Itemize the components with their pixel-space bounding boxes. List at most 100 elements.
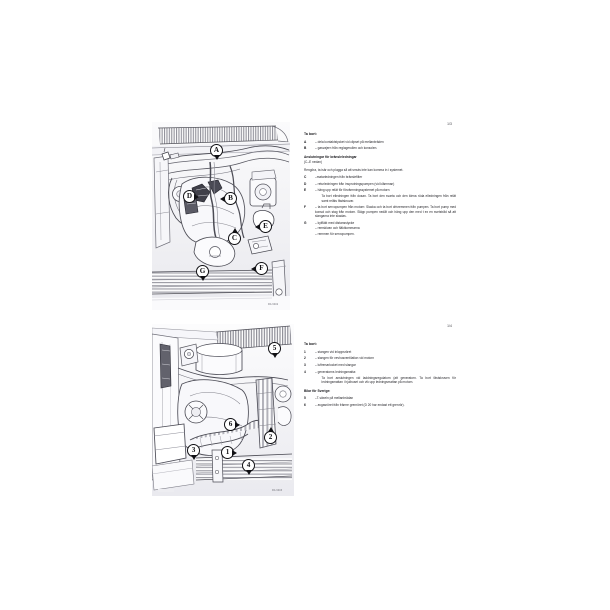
callout-pointer-icon [250,266,256,273]
callout-pointer-icon [235,422,241,429]
scan-artifact-mark [158,489,174,492]
instruction-item: F – ta bort servopumpen från motorn: Sla… [304,205,456,218]
item-key: 3 [304,363,306,368]
instruction-item: 2 – slangen för vevhusventilation vid mo… [304,356,456,360]
item-body-extra: – remskivan och fläktkommarna [315,226,360,231]
item-key: B [304,146,307,151]
photo-callout-a: A [210,144,223,161]
instruction-item: 6 – avgasröret från främre grenröret (D … [304,403,456,407]
item-body: – dela kontaktstycket vid clipset på mel… [315,139,384,144]
photo-callout-4: 4 [242,459,255,476]
instruction-item: E – häng upp relät för förvärmningssyste… [304,188,456,203]
item-key: A [304,139,307,144]
item-body: – returledningen från insprutningspumpen… [315,181,395,186]
item-key: 4 [304,370,306,375]
instruction-item: B – gasvajern från reglagerullen och kon… [304,146,456,150]
manual-panel-bottom: 5 6 2 1 3 4 RA 6403 [152,324,464,502]
item-key: G [304,221,307,226]
photo-callout-f: F [250,262,268,275]
photo-callout-c: C [228,227,241,245]
callout-pointer-icon [191,455,198,461]
item-body: – stangen vid inloppsröret [315,349,352,354]
subsection-heading-market: Bilar för Sverige: [304,388,331,393]
subsection-heading-note: (C–E nedan) [304,160,322,165]
callout-pointer-icon [254,224,260,231]
callout-pointer-icon [272,353,279,359]
section-heading-top: Ta bort: [304,132,317,136]
photo-reference-code: RA 6403 [272,489,283,492]
instruction-item: 3 – luftrenarlocket med slangar [304,363,456,367]
section-heading-bottom: Ta bort: [304,342,317,346]
callout-label: 4 [246,461,251,469]
instruction-item: D – returledningen från insprutningspump… [304,182,456,186]
callout-label: 1 [225,448,230,456]
photo-callout-3: 3 [187,444,200,461]
callout-label: 6 [228,420,233,428]
instruction-item: C –matarledningen från bränslefilter [304,175,456,179]
callout-pointer-icon [200,276,207,282]
instruction-item: A – dela kontaktstycket vid clipset på m… [304,140,456,144]
callout-label: B [228,194,233,202]
callout-pointer-icon [246,470,253,476]
manual-panel-top: A B D C E F G [152,122,464,314]
callout-pointer-icon [232,450,238,457]
instruction-column-bottom: 1/4 Ta bort: 1 – stangen vid inloppsröre… [304,324,456,410]
item-body: – häng upp relät för förvärmningssysteme… [315,188,456,203]
item-key: 2 [304,356,306,361]
callout-label: 5 [272,344,277,352]
callout-pointer-icon [232,227,239,233]
item-body-detail: Ta bort elledningen från dosan. Ta bort … [321,194,456,203]
photo-callout-b: B [219,192,237,205]
item-body-main: – kylfläkt med distansstycke [315,221,355,226]
item-body-extra: – remmen för servopumpen. [315,231,355,236]
section-note: Rengöra, ta isär och plugga så att smuts… [304,167,404,172]
callout-pointer-icon [268,426,275,432]
instruction-item: 1 – stangen vid inloppsröret [304,350,456,354]
instruction-item: G – kylfläkt med distansstycke – remskiv… [304,221,456,236]
photo-callout-e: E [254,220,272,233]
item-key: E [304,188,307,193]
callout-label: G [199,267,206,275]
item-body-detail: Ta bort anslutningen vid laddningsregula… [321,375,456,385]
item-body: – generatorns ledningsmatta: Ta bort ans… [315,370,456,385]
engine-bay-photo-top: A B D C E F G [152,122,290,310]
photo-callout-g: G [196,265,209,282]
photo-callout-2: 2 [264,426,277,444]
photo-callout-5: 5 [268,342,281,359]
item-key: 5 [304,395,306,400]
item-key: F [304,205,306,210]
folio-number-bottom: 1/4 [447,324,452,328]
callout-label: 2 [268,433,273,441]
item-key: 6 [304,402,306,407]
instruction-item: 4 – generatorns ledningsmatta: Ta bort a… [304,370,456,385]
engine-bay-photo-bottom: 5 6 2 1 3 4 RA 6403 [152,324,294,496]
callout-label: 3 [191,446,196,454]
item-key: D [304,181,307,186]
callout-label: A [213,146,220,154]
item-key: 1 [304,349,306,354]
callout-label: D [186,192,193,200]
instruction-column-top: 1/3 Ta bort: A – dela kontaktstycket vid… [304,122,456,239]
item-key: C [304,174,307,179]
callout-pointer-icon [214,155,221,161]
photo-callout-6: 6 [224,418,241,431]
item-body: – avgasröret från främre grenröret (D 20… [315,402,405,407]
item-body: – slangen för vevhusventilation vid moto… [315,356,375,361]
item-body: – kylfläkt med distansstycke – remskivan… [315,221,456,236]
callout-label: F [259,264,264,272]
callout-label: C [231,234,238,242]
item-body: –matarledningen från bränslefilter [315,174,363,179]
subsection-heading: Anslutningar för bränsleledningar [304,155,357,160]
callout-label: E [263,222,268,230]
callout-pointer-icon [194,194,200,201]
item-body-main: – generatorns ledningsmatta: [315,370,356,375]
item-body: – ta bort servopumpen från motorn: Slack… [315,205,456,219]
item-body-main: – häng upp relät för förvärmningssysteme… [315,188,391,193]
item-body: –T-växeln på mellanbrädan [315,395,354,400]
photo-reference-code: RA 6402 [268,303,279,306]
item-body: – luftrenarlocket med slangar [315,363,356,368]
folio-number-top: 1/3 [447,122,452,126]
callout-pointer-icon [219,196,225,203]
photo-callout-1: 1 [221,446,238,459]
